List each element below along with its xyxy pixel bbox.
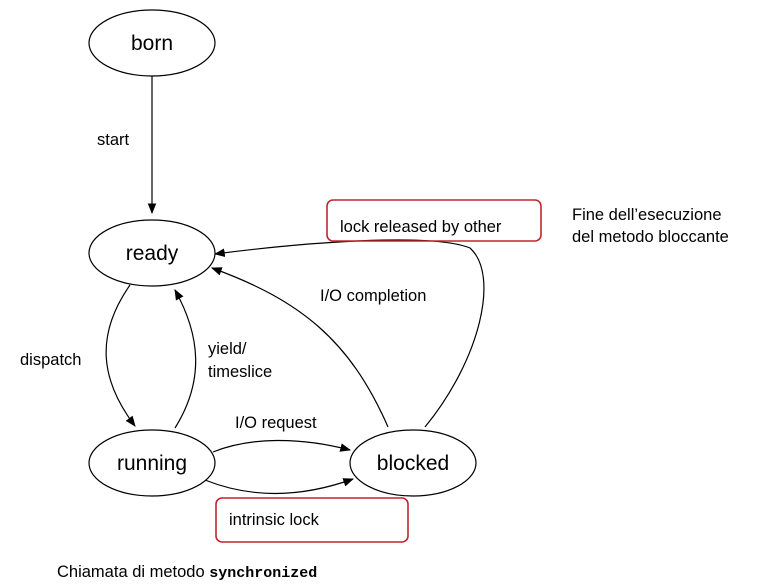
label-intrinsic-lock: intrinsic lock [229,511,320,529]
caption-keyword: synchronized [209,565,317,582]
node-blocked-label: blocked [377,452,449,475]
edge-yield [174,289,197,429]
label-dispatch: dispatch [20,351,81,369]
label-start: start [97,131,130,149]
annotation-fine-line2: del metodo bloccante [572,228,729,246]
lock-released-box [326,199,542,242]
caption-text: Chiamata di metodo [57,563,209,581]
label-io-request: I/O request [235,414,317,432]
edge-io-completion [210,267,389,428]
edge-dispatch [105,284,136,427]
node-born-label: born [131,32,173,55]
edge-intrinsic-lock [204,478,355,494]
label-yield-line1: yield/ [208,340,247,358]
label-lock-released: lock released by other [340,218,502,236]
intrinsic-lock-box [215,497,409,543]
node-blocked: blocked [349,429,477,497]
edge-lock-released [213,239,485,428]
node-ready-label: ready [126,242,179,265]
label-io-completion: I/O completion [320,287,426,305]
caption: Chiamata di metodo synchronized [57,563,317,582]
edge-io-request [212,439,352,453]
node-born: born [88,9,216,77]
annotation-fine-line1: Fine dell’esecuzione [572,206,722,224]
node-running: running [88,429,216,497]
node-ready: ready [88,219,216,287]
node-running-label: running [117,452,187,475]
label-yield-line2: timeslice [208,363,272,381]
